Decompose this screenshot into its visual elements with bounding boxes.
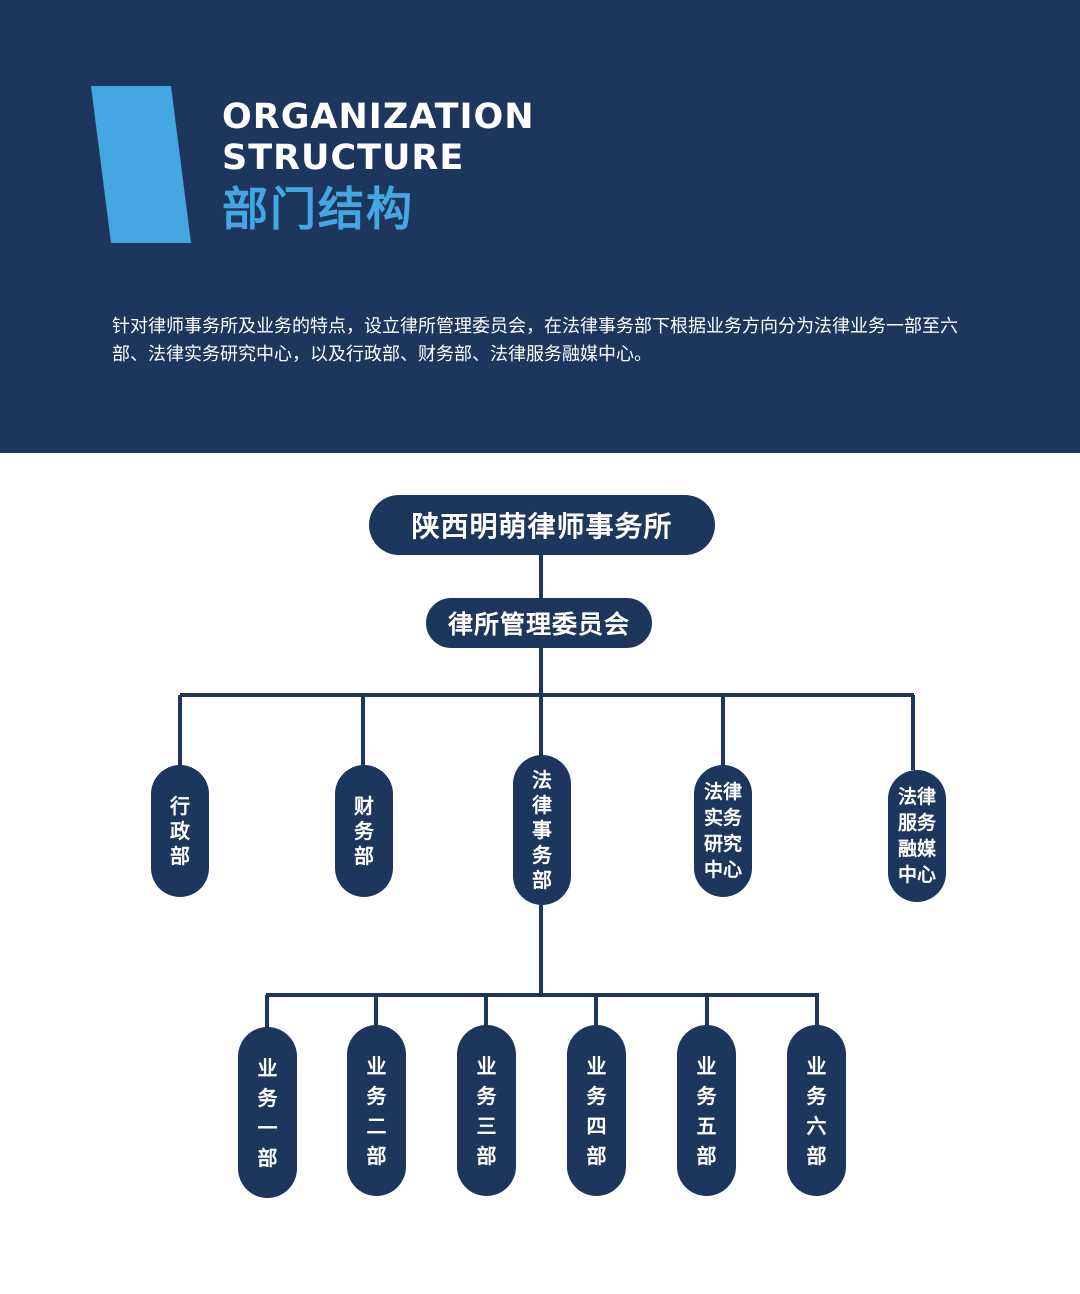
dept-node-finance: 财务部	[335, 765, 393, 897]
business-unit-2: 业务二部	[347, 1025, 406, 1196]
business-unit-label-5: 业务五部	[696, 1053, 717, 1168]
org-root-node: 陕西明萌律师事务所	[369, 495, 715, 555]
dept-label-media-center: 法律服务融媒中心	[897, 786, 936, 886]
business-unit-label-4: 业务四部	[586, 1053, 607, 1168]
committee-node: 律所管理委员会	[426, 598, 652, 648]
dept-label-research-center: 法律实务研究中心	[703, 781, 742, 881]
dept-label-finance: 财务部	[354, 793, 374, 868]
business-unit-label-3: 业务三部	[476, 1053, 497, 1168]
title-english-line1: ORGANIZATION	[222, 97, 535, 137]
business-unit-5: 业务五部	[677, 1025, 736, 1196]
dept-node-media-center: 法律服务融媒中心	[888, 770, 946, 902]
dept-label-legal-affairs: 法律事务部	[532, 767, 552, 892]
title-chinese: 部门结构	[222, 182, 414, 236]
title-english-line2: STRUCTURE	[222, 138, 465, 178]
business-unit-label-6: 业务六部	[806, 1053, 827, 1168]
dept-node-legal-affairs: 法律事务部	[513, 755, 571, 905]
business-unit-3: 业务三部	[457, 1025, 516, 1196]
header-banner: ORGANIZATION STRUCTURE 部门结构 针对律师事务所及业务的特…	[0, 0, 1080, 453]
dept-node-research-center: 法律实务研究中心	[694, 765, 752, 897]
business-unit-6: 业务六部	[787, 1025, 846, 1196]
business-unit-4: 业务四部	[567, 1025, 626, 1196]
intro-paragraph: 针对律师事务所及业务的特点，设立律所管理委员会，在法律事务部下根据业务方向分为法…	[112, 316, 958, 365]
business-unit-label-1: 业务一部	[257, 1055, 278, 1170]
dept-label-admin: 行政部	[170, 793, 190, 868]
business-unit-label-2: 业务二部	[366, 1053, 387, 1168]
dept-node-admin: 行政部	[151, 765, 209, 897]
business-unit-1: 业务一部	[238, 1027, 297, 1198]
